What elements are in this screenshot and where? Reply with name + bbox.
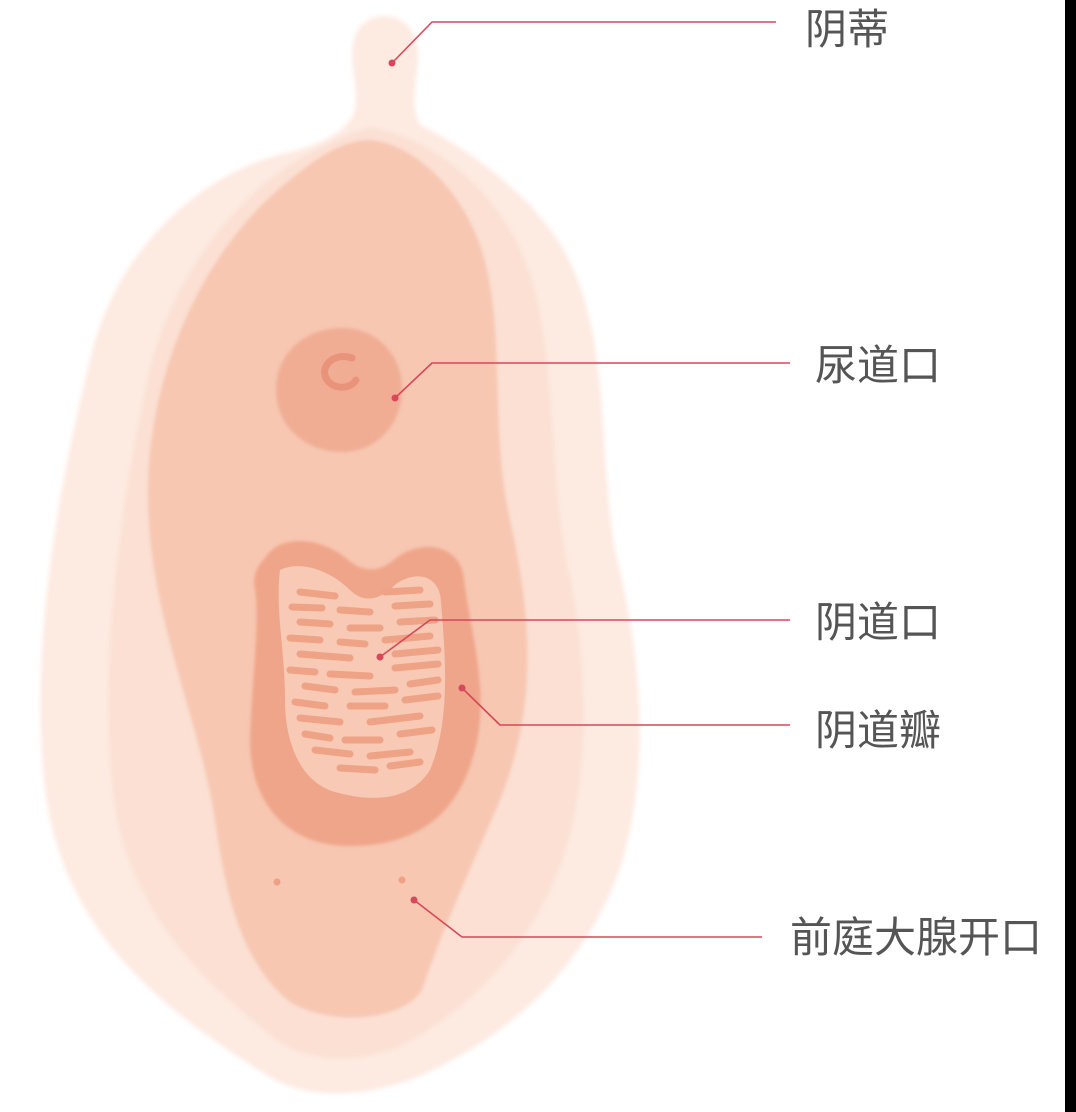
texture-stripe [381,632,434,644]
texture-stripe [391,646,442,658]
texture-stripe [301,730,334,742]
texture-stripe [311,746,354,758]
texture-stripe [326,670,374,680]
label-vaginal-opening: 阴道口 [815,598,941,647]
label-hymen: 阴道瓣 [815,706,941,755]
bartholin-gland-dot-left [273,878,281,886]
leader-line-hymen [461,687,790,726]
labels: 阴蒂 尿道口 阴道口 阴道瓣 前庭大腺开口 [790,5,1042,962]
leader-line-urethral-opening [394,362,790,399]
texture-stripe [286,666,319,676]
leader-dot-vaginal-opening [376,653,384,661]
texture-stripe [336,638,369,648]
texture-stripe [381,586,424,596]
texture-stripe [296,714,344,726]
texture-stripe [336,764,379,774]
texture-stripe [391,600,434,610]
urethral-swirl [321,353,360,391]
label-bartholin-gland-opening: 前庭大腺开口 [790,913,1042,962]
label-clitoris: 阴蒂 [805,5,889,54]
leader-dot-clitoris [388,59,396,67]
texture-stripe [296,618,334,628]
label-urethral-opening: 尿道口 [815,341,941,390]
texture-stripe [351,686,399,696]
texture-stripe [391,660,442,672]
texture-stripe [406,676,442,688]
texture-stripe [301,682,339,694]
texture-stripe [296,650,354,662]
leader-lines [376,21,790,938]
vaginal-texture [286,586,442,774]
texture-stripe [296,588,339,600]
leader-line-clitoris [391,21,776,64]
texture-stripe [386,758,424,770]
texture-stripe [366,748,414,760]
leader-line-bartholin-gland-opening [413,899,762,938]
leader-dot-bartholin-gland-opening [410,896,418,904]
bartholin-gland-dot-right [398,876,406,884]
texture-stripe [288,603,326,612]
leader-dot-hymen [458,684,466,692]
texture-stripe [286,634,324,644]
texture-stripe [366,712,424,726]
right-border [1065,0,1076,1112]
texture-stripe [396,726,436,738]
leader-line-vaginal-opening [379,619,790,658]
texture-stripe [401,692,442,704]
texture-stripe [336,606,374,616]
leader-dot-urethral-opening [391,394,399,402]
texture-stripe [291,698,329,710]
